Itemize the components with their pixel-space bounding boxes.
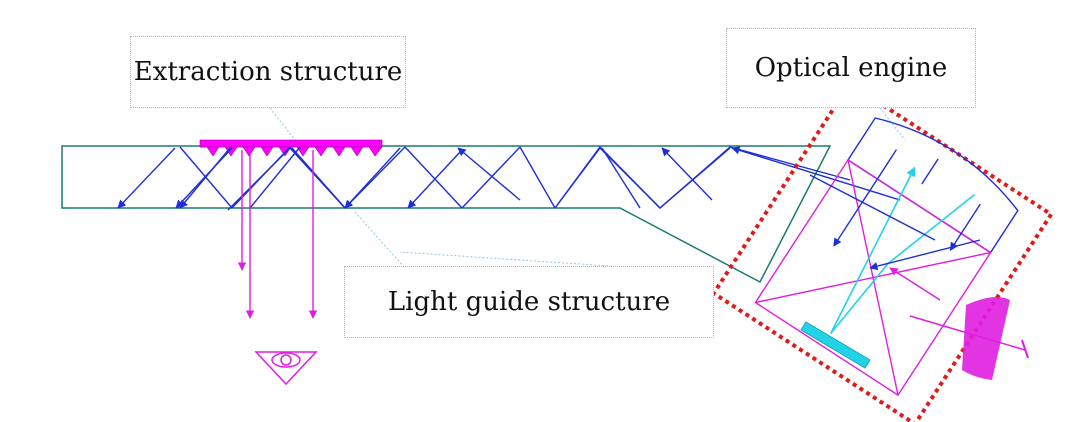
extraction-label-text: Extraction structure bbox=[133, 57, 403, 87]
engine-boundary bbox=[710, 80, 1054, 422]
light-guide-plate bbox=[61, 145, 832, 284]
display-panel-icon bbox=[800, 321, 871, 369]
engine-label-text: Optical engine bbox=[754, 53, 948, 83]
light-guide-label: Light guide structure bbox=[344, 266, 714, 338]
optical-engine bbox=[710, 80, 1054, 422]
extraction-structure-label: Extraction structure bbox=[130, 36, 406, 108]
output-rays bbox=[237, 150, 318, 319]
extraction-structure bbox=[199, 139, 383, 157]
optical-engine-label: Optical engine bbox=[726, 28, 976, 108]
guide-label-text: Light guide structure bbox=[387, 287, 671, 317]
guided-rays bbox=[117, 145, 901, 211]
eyepiece-lens-icon bbox=[909, 296, 1029, 380]
eye-icon bbox=[254, 351, 318, 386]
callout-leaders bbox=[269, 107, 906, 269]
